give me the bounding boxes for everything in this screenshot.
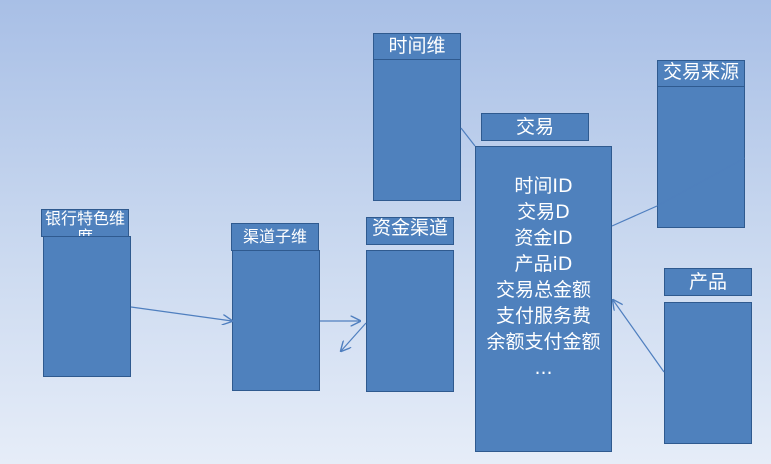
connector-fund-to-channel	[341, 322, 367, 351]
connector-trade-to-source	[611, 205, 658, 227]
connector-source-faint	[656, 157, 746, 207]
bank-feature-body	[43, 236, 131, 377]
field: 余额支付金额	[486, 331, 601, 353]
connector-product-to-trade	[613, 300, 665, 373]
time-dimension-body	[373, 59, 461, 201]
field: ...	[534, 357, 553, 379]
connector-time-to-trade	[460, 127, 476, 147]
connector-bank-to-channel	[130, 306, 232, 321]
trade-field-list: 时间ID 交易D 资金ID 产品iD 交易总金额 支付服务费 余额支付金额 ..…	[476, 147, 611, 381]
trade-header: 交易	[481, 113, 589, 141]
trade-source-body	[657, 86, 745, 228]
field: 产品iD	[514, 253, 573, 275]
time-dimension-header: 时间维	[373, 33, 461, 60]
field: 时间ID	[514, 175, 573, 197]
trade-body: 时间ID 交易D 资金ID 产品iD 交易总金额 支付服务费 余额支付金额 ..…	[475, 146, 612, 452]
product-header: 产品	[664, 268, 752, 296]
field: 交易D	[517, 201, 570, 223]
product-body	[664, 302, 752, 444]
field: 支付服务费	[495, 305, 591, 327]
field: 资金ID	[514, 227, 573, 249]
fund-channel-body	[366, 250, 454, 392]
fund-channel-header: 资金渠道	[366, 217, 454, 245]
channel-sub-header: 渠道子维	[231, 223, 319, 251]
field: 交易总金额	[495, 279, 591, 301]
bank-feature-header: 银行特色维度	[41, 209, 129, 246]
